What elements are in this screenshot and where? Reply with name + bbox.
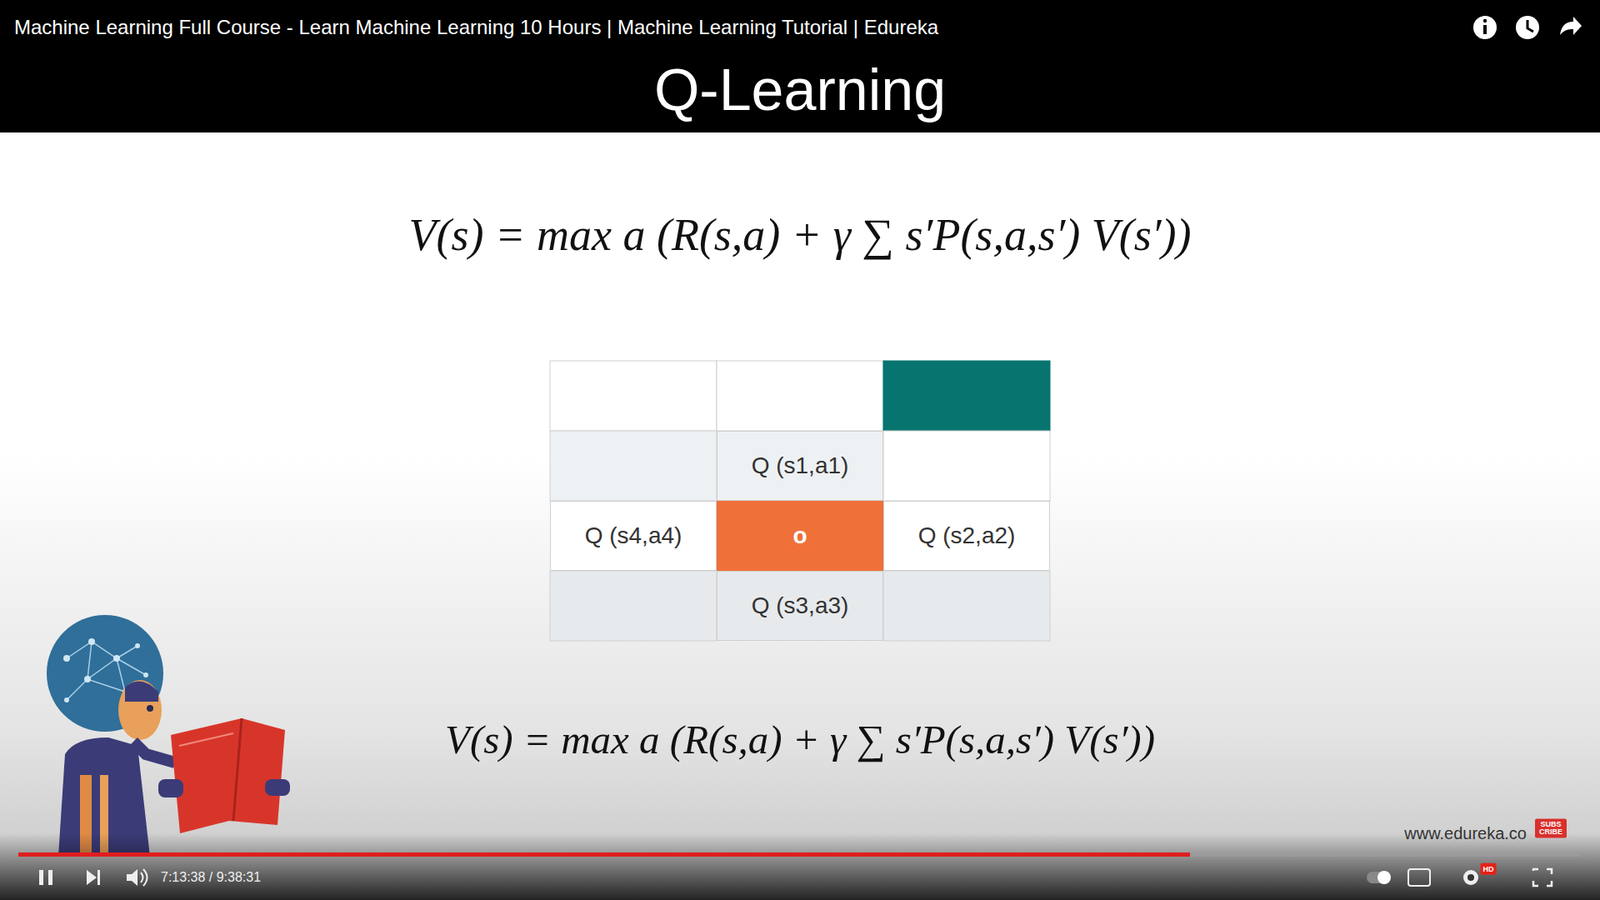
robot-illustration [265, 779, 290, 796]
progress-bar [18, 852, 1190, 857]
robot-illustration [46, 615, 290, 857]
formula: V(s) = max a (R(s,a) + γ ∑ s′P(s,a,s′) V… [445, 716, 1155, 764]
robot-illustration [64, 697, 70, 703]
robot-illustration [84, 675, 91, 683]
subscribe-badge: SUBS CRIBE [1535, 819, 1567, 839]
top-icons [1527, 20, 1534, 32]
cell-text: Q (s3,a3) [751, 592, 850, 620]
player-controls [39, 870, 44, 885]
grid-cell: Q (s2,a2) [883, 500, 1050, 571]
player-controls [48, 870, 53, 885]
grid-cell [883, 360, 1050, 431]
player-controls [1408, 869, 1430, 886]
player-controls [126, 869, 138, 886]
robot-illustration [135, 643, 140, 649]
grid-cell [550, 360, 1050, 641]
grid-cell: Q (s1,a1) [716, 430, 884, 501]
grid-cell [883, 430, 1050, 501]
progress-bar [18, 852, 1582, 857]
top-icons [1473, 15, 1582, 40]
robot-illustration [143, 672, 149, 678]
cell-text: Q (s4,a4) [585, 522, 683, 550]
grid-cell: Q (s4,a4) [550, 500, 717, 571]
top-icons [1515, 15, 1540, 40]
top-icons [1483, 25, 1487, 35]
hd-badge: HD [1480, 863, 1497, 875]
robot-illustration [146, 705, 154, 712]
robot-illustration [170, 718, 285, 834]
grid-cell [550, 570, 717, 641]
player-controls [1366, 871, 1390, 884]
watermark-url: www.edureka.co [1404, 824, 1527, 844]
cell-text: Q (s2,a2) [918, 522, 1016, 550]
player-controls [1463, 870, 1479, 885]
grid-cell: Q (s3,a3) [716, 570, 884, 641]
player-controls [97, 870, 100, 885]
cell-text: Q (s1,a1) [751, 452, 850, 480]
robot-illustration [158, 779, 184, 798]
grid-cell [716, 360, 884, 431]
player-controls [39, 869, 1552, 886]
top-icons [1473, 15, 1497, 40]
player-controls [1533, 869, 1552, 886]
robot-illustration [88, 638, 95, 645]
robot-illustration [118, 680, 162, 740]
robot-illustration [125, 681, 159, 702]
player-controls [140, 869, 148, 886]
controls-shade [0, 833, 1600, 900]
slide-ground [0, 132, 1600, 900]
grid-cell [550, 360, 717, 431]
player-controls [1467, 874, 1475, 881]
video-title: Machine Learning Full Course - Learn Mac… [14, 15, 939, 40]
robot-illustration [63, 655, 70, 662]
top-icons [1560, 16, 1582, 35]
grid-cell [550, 430, 717, 501]
formula: V(s) = max a (R(s,a) + γ ∑ s′P(s,a,s′) V… [409, 209, 1192, 261]
robot-illustration [179, 733, 234, 746]
progress-bar [18, 852, 1582, 857]
time-display: 7:13:38 / 9:38:31 [160, 870, 261, 885]
player-controls [1377, 870, 1391, 885]
grid-cell [883, 570, 1050, 641]
grid-cell: o [716, 500, 884, 571]
robot-illustration [133, 741, 175, 763]
player-controls [86, 870, 97, 885]
robot-illustration [113, 655, 120, 662]
slide-title: Q-Learning [654, 56, 946, 125]
robot-illustration [233, 718, 242, 821]
title-bar [0, 0, 1600, 133]
cell-text: o [792, 522, 807, 550]
top-icons [1483, 19, 1487, 23]
